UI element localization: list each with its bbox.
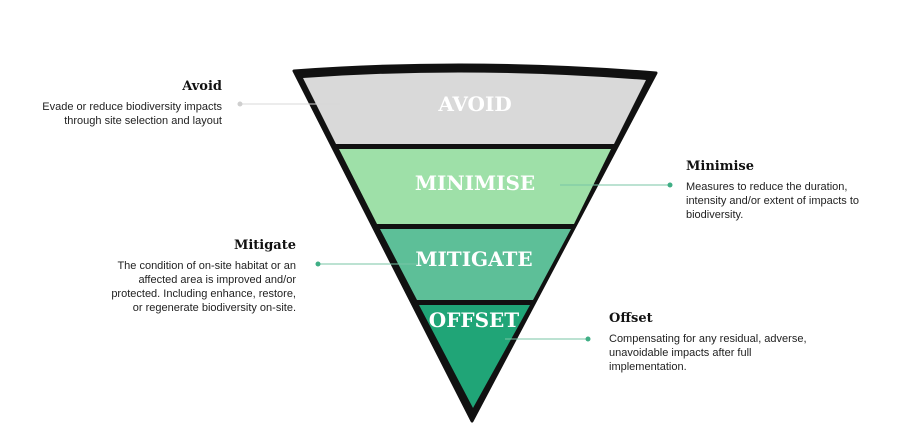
note-avoid: Avoid Evade or reduce biodiversity impac… [20,79,222,128]
note-mitigate-title: Mitigate [233,238,296,253]
note-minimise-text: Measures to reduce the duration, intensi… [686,181,860,221]
note-offset-text: Compensating for any residual, adverse, … [609,333,807,373]
connector-avoid [237,101,340,107]
layer-minimise [339,149,611,224]
layer-label-mitigate: MITIGATE [415,247,532,271]
note-avoid-text: Evade or reduce biodiversity impacts thr… [42,101,222,127]
note-mitigate-text: The condition of on-site habitat or an a… [111,260,296,314]
note-avoid-title: Avoid [182,79,222,94]
note-minimise: Minimise Measures to reduce the duration… [686,159,886,222]
note-mitigate: Mitigate The condition of on-site habita… [100,238,296,315]
connector-mitigate [315,261,420,267]
layer-offset [419,305,530,408]
layer-avoid [303,72,646,144]
layer-label-minimise: MINIMISE [415,171,535,195]
layer-mitigate [380,229,571,300]
layer-label-avoid: AVOID [437,92,511,116]
connector-offset [505,336,591,342]
note-offset-title: Offset [609,311,653,326]
note-minimise-title: Minimise [686,159,755,174]
layer-label-offset: OFFSET [429,308,520,332]
connector-minimise [560,182,673,188]
note-offset: Offset Compensating for any residual, ad… [609,311,809,374]
